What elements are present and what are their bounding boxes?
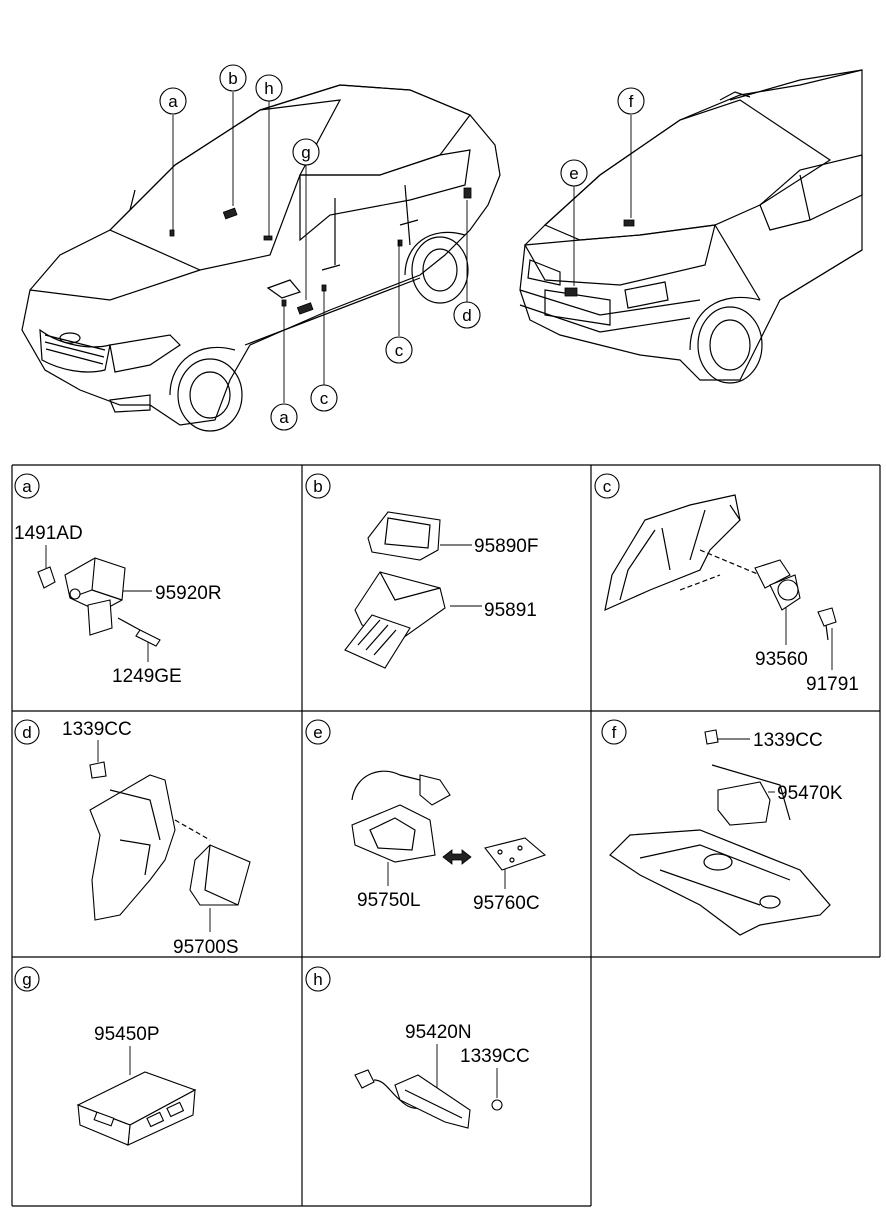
door-switch-drawing — [604, 494, 837, 641]
rear-tray-module-drawing — [609, 729, 831, 936]
front-car-drawing — [21, 84, 501, 432]
callout-f: f — [617, 87, 645, 115]
overview-callouts: a b h g c d a c f e — [159, 64, 645, 431]
svg-text:a: a — [168, 92, 178, 111]
control-unit-drawing — [76, 1071, 197, 1146]
part-number-1339CC-f: 1339CC — [753, 730, 823, 751]
panel-d-letter: d — [14, 719, 40, 745]
part-number-1249GE: 1249GE — [112, 666, 182, 687]
grid-frame — [11, 464, 881, 1207]
panel-b-letter: b — [305, 473, 331, 499]
svg-text:c: c — [603, 477, 612, 496]
part-number-95760C: 95760C — [473, 893, 540, 914]
panel-f: f 1339CC 95470K — [601, 719, 843, 936]
part-number-95891: 95891 — [484, 600, 537, 621]
part-number-1491AD: 1491AD — [14, 523, 83, 544]
part-number-93560: 93560 — [755, 649, 808, 670]
panel-b: b 95890F 95891 — [305, 473, 538, 669]
overview-leader-lines — [172, 92, 632, 403]
callout-a-top: a — [159, 87, 187, 115]
part-number-1339CC-h: 1339CC — [460, 1046, 530, 1067]
svg-text:h: h — [264, 79, 273, 98]
antenna-module-drawing — [354, 1069, 503, 1129]
crash-sensor-drawing — [37, 557, 161, 647]
callout-b: b — [219, 64, 247, 92]
trunk-handle-drawing — [351, 770, 547, 871]
part-number-95470K: 95470K — [777, 783, 843, 804]
svg-text:b: b — [313, 477, 322, 496]
callout-c-right: c — [385, 336, 413, 364]
panel-e-letter: e — [305, 719, 331, 745]
part-number-91791: 91791 — [806, 674, 859, 695]
callout-h: h — [255, 74, 283, 102]
svg-text:d: d — [462, 306, 471, 325]
callout-a-bottom: a — [270, 403, 298, 431]
svg-text:g: g — [22, 970, 31, 989]
part-number-95700S: 95700S — [173, 937, 239, 958]
panel-h-letter: h — [305, 966, 331, 992]
callout-c-left: c — [310, 384, 338, 412]
panel-g-letter: g — [14, 966, 40, 992]
panel-c: c 93560 91791 — [594, 473, 859, 695]
vehicle-overview: a b h g c d a c f e — [21, 64, 863, 432]
svg-text:f: f — [629, 92, 634, 111]
panel-c-letter: c — [594, 473, 620, 499]
callout-g: g — [292, 138, 320, 166]
svg-text:d: d — [22, 723, 31, 742]
wheel-house-module-drawing — [89, 761, 251, 921]
part-number-95750L: 95750L — [357, 890, 420, 911]
panel-h: h 95420N 1339CC — [305, 966, 530, 1129]
svg-text:c: c — [395, 341, 404, 360]
callout-d: d — [453, 301, 481, 329]
part-number-1339CC-d: 1339CC — [62, 719, 132, 740]
panel-d: d 1339CC 95700S — [14, 719, 251, 958]
module-bracket-drawing — [344, 511, 446, 669]
part-number-95920R: 95920R — [155, 583, 222, 604]
panel-a: a 1491AD 95920R 1249GE — [14, 473, 222, 687]
callout-e: e — [560, 159, 588, 187]
panel-e: e 95750L 95760C — [305, 719, 547, 914]
svg-text:a: a — [279, 408, 289, 427]
part-number-95890F: 95890F — [474, 536, 538, 557]
svg-text:h: h — [313, 970, 322, 989]
svg-text:f: f — [612, 723, 617, 742]
svg-text:e: e — [313, 723, 322, 742]
part-number-95420N: 95420N — [405, 1022, 472, 1043]
panel-g: g 95450P — [14, 966, 197, 1146]
svg-text:a: a — [22, 477, 32, 496]
svg-text:e: e — [569, 164, 578, 183]
rear-car-component-marks — [564, 219, 635, 297]
panel-a-letter: a — [14, 473, 40, 499]
interchange-arrow — [442, 849, 472, 865]
panel-f-letter: f — [601, 719, 627, 745]
part-number-95450P: 95450P — [94, 1024, 160, 1045]
svg-text:g: g — [301, 143, 310, 162]
svg-text:c: c — [320, 389, 329, 408]
rear-car-drawing — [519, 69, 863, 384]
svg-text:b: b — [228, 69, 237, 88]
